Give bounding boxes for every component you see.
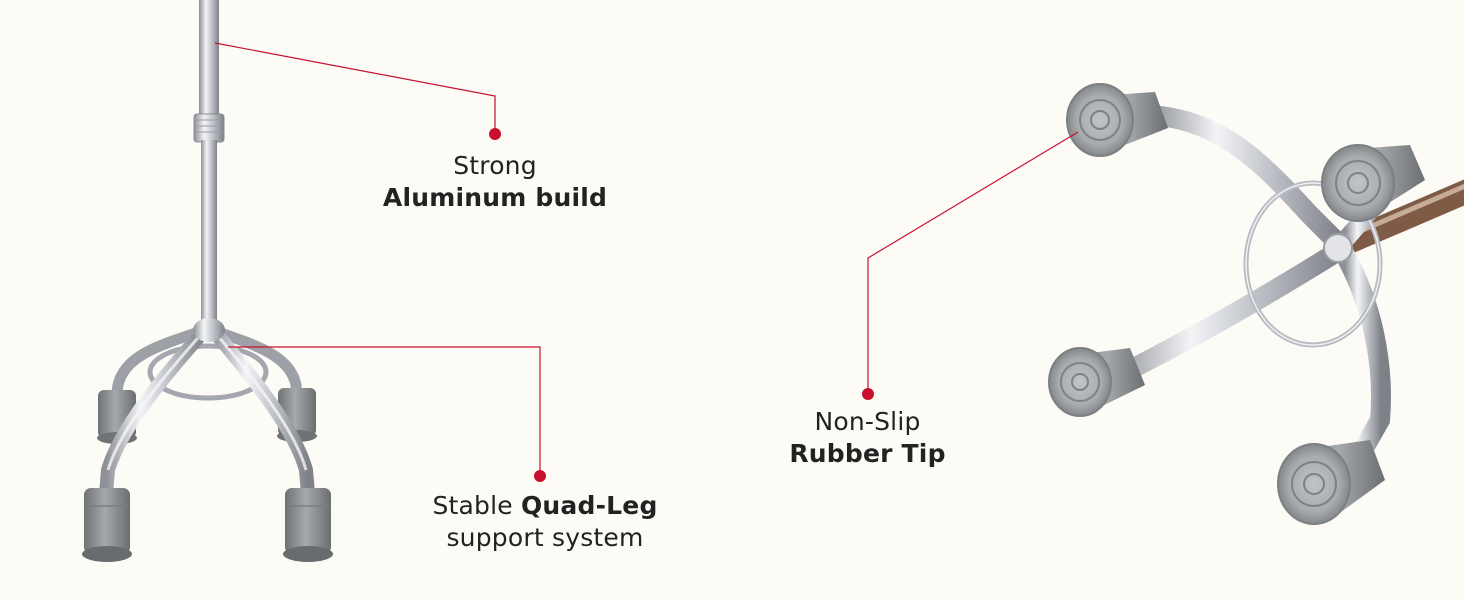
rubber-tip-top-right: [1321, 144, 1425, 222]
quad-cane-base-closeup: [1048, 83, 1464, 525]
callout-quadleg-line2: support system: [446, 523, 644, 552]
callout-aluminum-line2: Aluminum build: [382, 183, 608, 212]
callout-aluminum-pointer: [214, 42, 501, 140]
callout-rubber-pointer: [862, 131, 1079, 400]
callout-quadleg-pointer: [228, 346, 546, 482]
closeup-leg-bottom-right: [1335, 245, 1391, 465]
cane-leg-hub: [193, 318, 225, 342]
cane-lower-shaft: [201, 140, 217, 325]
callout-quadleg-prefix: Stable: [432, 491, 521, 520]
closeup-leg-hub: [1323, 233, 1353, 263]
cane-back-left-leg: [110, 324, 211, 404]
callout-quadleg-bold: Quad-Leg: [520, 491, 658, 520]
closeup-leg-top-left: [1140, 105, 1350, 255]
callout-non-slip-rubber-tip: Non-Slip Rubber Tip: [770, 406, 965, 470]
cane-front-right-tip: [283, 488, 333, 562]
cane-back-right-leg: [206, 324, 303, 402]
callout-rubber-line1: Non-Slip: [814, 407, 921, 436]
callout-quad-leg-support: Stable Quad-Leg support system: [400, 490, 690, 554]
closeup-leg-bottom-left: [1100, 240, 1350, 390]
cane-adjust-collar: [193, 113, 225, 143]
cane-upper-shaft: [199, 0, 219, 118]
callout-aluminum-line1: Strong: [453, 151, 537, 180]
callout-rubber-line2: Rubber Tip: [789, 439, 946, 468]
cane-stabilizer-ring: [147, 343, 269, 401]
cane-front-left-tip: [82, 488, 132, 562]
upright-quad-cane: [82, 0, 333, 562]
rubber-tip-top-left: [1066, 83, 1168, 157]
callout-aluminum-build: Strong Aluminum build: [370, 150, 620, 214]
rubber-tip-bottom-right: [1277, 440, 1385, 525]
rubber-tip-bottom-left: [1048, 347, 1145, 417]
callout-quadleg-line1: Stable Quad-Leg: [400, 490, 690, 522]
